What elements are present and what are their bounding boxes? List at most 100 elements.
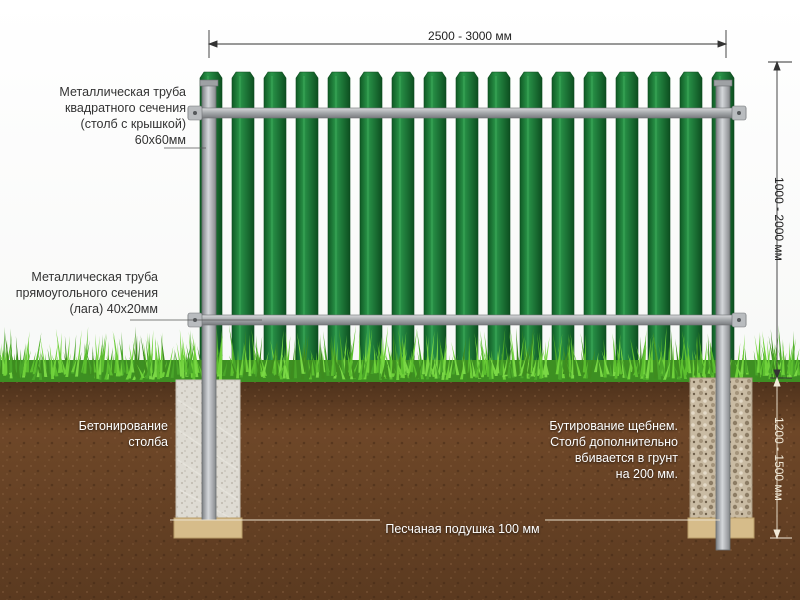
grass-blade — [517, 337, 524, 373]
grass-blade — [663, 360, 671, 380]
grass-blade — [627, 353, 634, 373]
grass-blade — [373, 344, 377, 374]
grass-blade — [408, 354, 416, 378]
grass-blade — [75, 329, 82, 377]
grass-blade — [558, 347, 565, 380]
grass-blade — [504, 352, 510, 375]
grass-blade — [421, 351, 425, 375]
grass-blade — [277, 360, 287, 376]
grass-blade — [113, 332, 121, 377]
grass-blade — [160, 334, 167, 373]
grass-blade — [114, 351, 118, 374]
grass-blade — [9, 328, 13, 373]
concreting-line-2: столба — [128, 435, 168, 449]
grass-blade — [253, 347, 262, 380]
grass-blade — [593, 352, 599, 373]
grass-blade — [316, 348, 320, 373]
grass-blade — [471, 358, 477, 377]
grass-blade — [338, 363, 346, 380]
grass-blade — [358, 329, 362, 373]
grass-blade — [161, 360, 168, 377]
grass-blade — [148, 329, 154, 376]
grass-blade — [12, 353, 16, 374]
grass-blade — [341, 334, 347, 373]
grass-blade — [653, 350, 657, 379]
grass-blade — [757, 353, 765, 378]
rubble-line-4: на 200 мм. — [615, 467, 678, 481]
grass-blade — [342, 344, 350, 378]
grass-blade — [375, 340, 380, 373]
grass-blade — [1, 326, 5, 374]
grass-blade — [587, 348, 596, 380]
grass-blade — [170, 350, 175, 378]
sand-cushion-label: Песчаная подушка 100 мм — [385, 522, 540, 536]
grass-blade — [40, 338, 48, 378]
grass-blade — [98, 344, 102, 375]
grass-blade — [415, 357, 424, 379]
grass-blade — [81, 343, 87, 373]
grass-blade — [510, 328, 517, 377]
grass-blade — [25, 340, 30, 373]
grass-blade — [322, 330, 330, 376]
grass-blade — [778, 325, 784, 373]
square-pipe-line-3: (столб с крышкой) — [80, 117, 186, 131]
grass-blade — [686, 339, 692, 374]
grass-blade — [434, 360, 441, 379]
grass-blade — [217, 328, 223, 375]
grass-blade — [774, 352, 782, 373]
grass-blade — [181, 345, 185, 379]
grass-blade — [185, 343, 194, 374]
lower-rail — [187, 312, 747, 328]
height-dimension-label: 1000 - 2000 мм — [772, 177, 786, 261]
grass-blade — [278, 330, 284, 375]
grass-blade — [467, 336, 471, 373]
grass-blade — [136, 363, 145, 378]
grass-blade — [90, 346, 94, 375]
grass-blade — [18, 349, 22, 375]
grass-blade — [95, 344, 103, 374]
grass-blade — [22, 331, 30, 377]
grass-blade — [358, 352, 365, 380]
grass-blade — [789, 336, 794, 375]
square-pipe-line-2: квадратного сечения — [64, 101, 186, 115]
grass-blade — [31, 364, 39, 380]
leader-lines — [130, 147, 262, 321]
grass-blade — [15, 335, 21, 379]
grass-blade — [439, 337, 444, 373]
grass-blade — [557, 345, 561, 379]
grass-blade — [441, 358, 445, 377]
grass-blade — [562, 331, 571, 374]
grass-blade — [251, 329, 258, 375]
grass-blade — [125, 364, 132, 380]
grass-blade — [4, 339, 8, 374]
grass-blade — [488, 354, 498, 374]
grass-blade — [29, 351, 36, 373]
grass-blade — [83, 326, 89, 374]
grass-blade — [106, 355, 113, 376]
grass-blade — [523, 343, 531, 375]
grass-blade — [678, 333, 685, 379]
grass-blade — [488, 345, 492, 380]
grass-blade — [630, 338, 639, 378]
grass-blade — [484, 331, 491, 377]
grass-blade — [121, 331, 125, 376]
grass-blade — [773, 354, 777, 374]
grass-blade — [701, 339, 708, 377]
rect-pipe-line-1: Металлическая труба — [31, 270, 158, 284]
grass-blade — [708, 360, 714, 376]
grass-blade — [615, 342, 623, 375]
grass-blade — [693, 331, 699, 376]
grass-blade — [480, 330, 486, 375]
grass-blade — [567, 343, 572, 373]
grass-blade — [675, 338, 681, 377]
grass-blade — [499, 327, 506, 376]
grass-blade — [709, 342, 714, 373]
grass-blade — [653, 332, 662, 380]
grass-blade — [445, 354, 451, 380]
grass-blade — [4, 332, 11, 373]
grass-blade — [65, 353, 71, 378]
grass-blade — [19, 343, 26, 374]
rubble-line-1: Бутирование щебнем. — [549, 419, 678, 433]
grass-blade — [270, 355, 275, 374]
grass-blade — [601, 350, 610, 375]
